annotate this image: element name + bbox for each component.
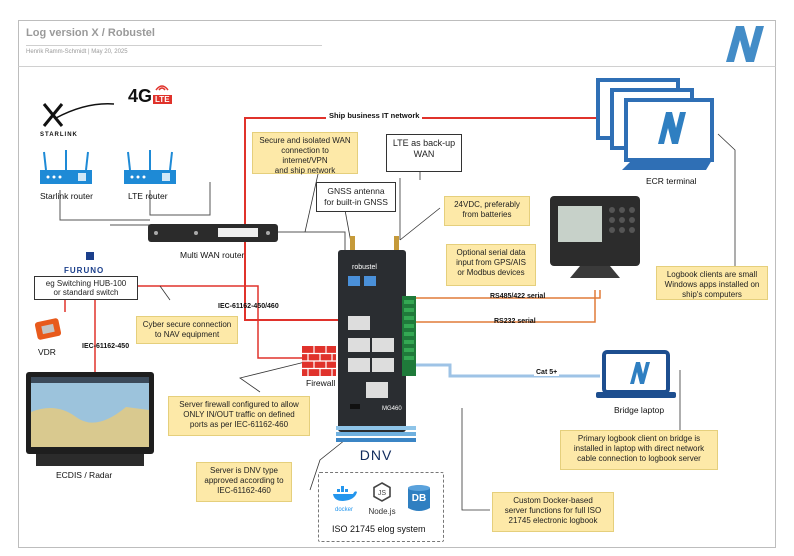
rs485-label: RS485/422 serial (490, 293, 546, 300)
firewall (302, 346, 336, 376)
note-primary-client: Primary logbook client on bridge is inst… (560, 430, 718, 470)
rs232-line (405, 290, 596, 323)
elog-system-label: ISO 21745 elog system (332, 524, 426, 534)
robustel-mg460: robustel MG460 (338, 236, 418, 432)
robustel-brand: robustel (352, 264, 377, 271)
router-icon (124, 150, 176, 184)
firewall-label: Firewall (306, 378, 336, 388)
nodejs-icon: JS (373, 482, 391, 502)
rs232-label: RS232 serial (494, 318, 536, 325)
multi-wan-router (148, 222, 280, 246)
cat5-label: Cat 5+ (534, 369, 560, 376)
dnv-stripes-icon (336, 426, 416, 442)
rs485-line (405, 290, 601, 299)
bridge-laptop-label: Bridge laptop (614, 405, 665, 415)
furuno-icon (86, 252, 94, 260)
router-device-icon (148, 224, 278, 242)
note-dnv-type: Server is DNV type approved according to… (196, 462, 292, 502)
lte-router (122, 148, 178, 188)
box-lte-backup: LTE as back-up WAN (386, 134, 462, 172)
ecdis-label: ECDIS / Radar (56, 470, 113, 480)
vdr-device (32, 314, 66, 344)
vdr-label: VDR (38, 347, 56, 357)
note-logbook-clients: Logbook clients are small Windows apps i… (656, 266, 768, 300)
starlink-logo (36, 100, 116, 140)
svg-text:JS: JS (378, 490, 387, 497)
note-secure-wan: Secure and isolated WAN connection to in… (252, 132, 358, 175)
switch-box: eg Switching HUB-100 or standard switch (34, 276, 138, 300)
box-gnss-antenna: GNSS antenna for built-in GNSS (316, 182, 396, 212)
multi-wan-router-label: Multi WAN router (180, 250, 245, 260)
starlink-wordmark: STARLINK (40, 132, 78, 138)
title-divider (26, 45, 322, 46)
laptop-icon (596, 350, 676, 398)
ecdis-display (26, 372, 154, 466)
link-iec-450: IEC-61162-450 (82, 343, 130, 350)
bridge-laptop (596, 350, 678, 402)
note-cyber-secure: Cyber secure connection to NAV equipment (136, 316, 238, 344)
furuno-wordmark: FURUNO (64, 266, 105, 275)
db-label: DB (411, 493, 427, 504)
page-subtitle: Henrik Ramm-Schmidt | May 20, 2025 (26, 49, 128, 55)
note-docker-custom: Custom Docker-based server functions for… (492, 492, 614, 532)
lte-router-label: LTE router (128, 191, 168, 201)
docker-icon (333, 486, 357, 501)
monitor-stack-icon (596, 78, 714, 170)
docker-logo: docker (328, 486, 360, 514)
elog-system-box (318, 472, 444, 542)
database-icon (408, 485, 430, 511)
docker-label: docker (334, 507, 353, 513)
db-logo: DB (406, 484, 432, 512)
vdr-icon (34, 318, 62, 340)
ship-network-line (244, 117, 600, 321)
dnv-logo: DNV (336, 426, 416, 463)
brand-logo (722, 22, 768, 64)
diagram-frame (18, 66, 776, 548)
router-icon (40, 150, 92, 184)
dnv-wordmark: DNV (359, 447, 393, 463)
gps-plotter-icon (550, 196, 640, 278)
starlink-router-label: Starlink router (40, 191, 93, 201)
lte-sub: LTE (153, 95, 172, 104)
header-frame (18, 20, 776, 67)
note-serial-input: Optional serial data input from GPS/AIS … (446, 244, 536, 286)
furuno-logo: FURUNO (64, 252, 104, 278)
ecr-terminal (596, 76, 718, 172)
nodejs-logo: JS Node.js (364, 482, 400, 516)
nodejs-label: Node.js (368, 507, 396, 516)
page-title: Log version X / Robustel (26, 27, 155, 39)
starlink-icon (42, 103, 115, 127)
note-power: 24VDC, preferably from batteries (444, 196, 530, 226)
link-iec-450-460: IEC-61162-450/460 (218, 303, 279, 310)
firewall-icon (302, 346, 336, 376)
ecr-terminal-label: ECR terminal (646, 176, 697, 186)
ecdis-icon (26, 372, 154, 466)
lte-badge: 4G (128, 86, 153, 106)
gps-device (550, 196, 642, 278)
signal-icon (155, 85, 169, 91)
ship-network-label: Ship business IT network (326, 111, 423, 120)
note-firewall-config: Server firewall configured to allow ONLY… (168, 396, 310, 436)
robustel-model: MG460 (382, 406, 402, 412)
starlink-router (38, 148, 94, 188)
server-device-icon (338, 236, 416, 432)
